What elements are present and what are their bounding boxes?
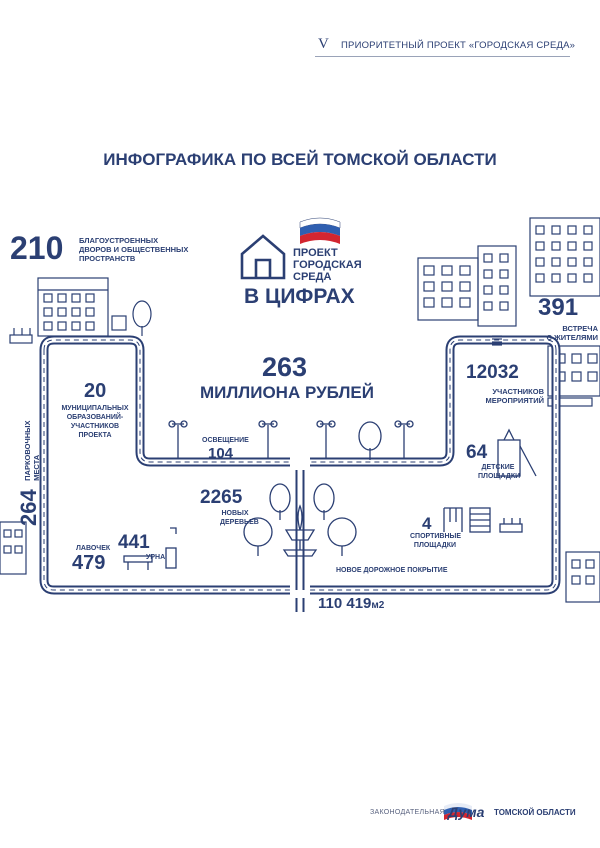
stat-municipal-label: МУНИЦИПАЛЬНЫХ ОБРАЗОВАНИЙ- УЧАСТНИКОВ ПР… [61,405,129,439]
stat-parking-value: 264 [16,489,41,526]
stat-meetings-label: ВСТРЕЧА С ЖИТЕЛЯМИ [546,324,598,342]
footer-right-text: ТОМСКОЙ ОБЛАСТИ [494,808,576,817]
stat-road-value: 110 419 [318,595,372,612]
chapter-roman: V [318,36,329,52]
stat-sports-label: СПОРТИВНЫЕ ПЛОЩАДКИ [410,533,462,549]
bench-icon [123,555,153,570]
stat-yards-label: БЛАГОУСТРОЕННЫХ ДВОРОВ И ОБЩЕСТВЕННЫХ ПР… [79,236,189,263]
stat-trees-label: НОВЫХ ДЕРЕВЬЕВ [220,510,259,526]
header-rule [315,56,570,57]
stat-urns-label: УРНА [146,554,166,561]
logo-line3: СРЕДА [293,271,332,283]
road-network [39,335,561,612]
tree-icon [243,421,382,556]
stat-trees-value: 2265 [200,487,243,508]
logo-line1: ПРОЕКТ [293,247,338,259]
stat-benches-label: ЛАВОЧЕК [76,545,111,552]
stat-budget-value: 263 [262,352,308,382]
logo-text: ПРОЕКТ ГОРОДСКАЯ СРЕДА [293,247,362,283]
sports-equipment-icon [443,507,523,533]
footer-logo: Дума [448,804,485,820]
stat-road-unit: м2 [371,600,385,611]
header-project-title: ПРИОРИТЕТНЫЙ ПРОЕКТ «ГОРОДСКАЯ СРЕДА» [341,40,576,51]
stat-playgrounds-value: 64 [466,442,488,463]
building-left-icon [37,277,152,337]
building-right-icon [417,217,600,327]
urn-icon [165,527,177,569]
footer-flag-icon [444,803,472,820]
stat-budget-label: МИЛЛИОНА РУБЛЕЙ [200,383,374,402]
playground-icon [497,428,537,477]
stat-yards-value: 210 [10,230,64,266]
stat-parking-label: ПАРКОВОЧНЫХ МЕСТА [22,420,41,481]
page-title: ИНФОГРАФИКА ПО ВСЕЙ ТОМСКОЙ ОБЛАСТИ [103,150,497,169]
logo-flag-icon [299,217,341,244]
building-right-mid-icon [547,345,600,407]
crosswalk-icon [492,335,502,346]
stat-road-label: НОВОЕ ДОРОЖНОЕ ПОКРЫТИЕ [336,567,448,574]
stat-lighting-value: 104 [208,445,234,462]
stat-meetings-value: 391 [538,294,579,321]
logo-house-icon [240,234,286,280]
fence-left-icon [9,328,33,344]
stat-participants-label: УЧАСТНИКОВ МЕРОПРИЯТИЙ [485,387,544,405]
stat-road: 110 419м2 [318,595,384,612]
stat-sports-value: 4 [422,514,432,533]
building-right-bottom-icon [565,551,600,603]
stat-parking: 264 ПАРКОВОЧНЫХ МЕСТА [16,396,42,527]
fountain-icon [282,504,318,557]
building-left-bottom-icon [0,521,27,575]
logo-subtitle: В ЦИФРАХ [244,285,355,308]
stat-municipal-value: 20 [84,380,107,402]
stat-lighting-label: ОСВЕЩЕНИЕ [202,437,249,444]
stat-participants-value: 12032 [466,362,519,383]
stat-benches-value: 479 [72,552,106,574]
stat-urns-value: 441 [118,532,150,553]
logo-line2: ГОРОДСКАЯ [293,259,362,271]
street-lamp-icon [168,420,414,458]
stat-playgrounds-label: ДЕТСКИЕ ПЛОЩАДКИ [478,464,521,480]
footer-left-text: ЗАКОНОДАТЕЛЬНАЯ [370,809,445,816]
